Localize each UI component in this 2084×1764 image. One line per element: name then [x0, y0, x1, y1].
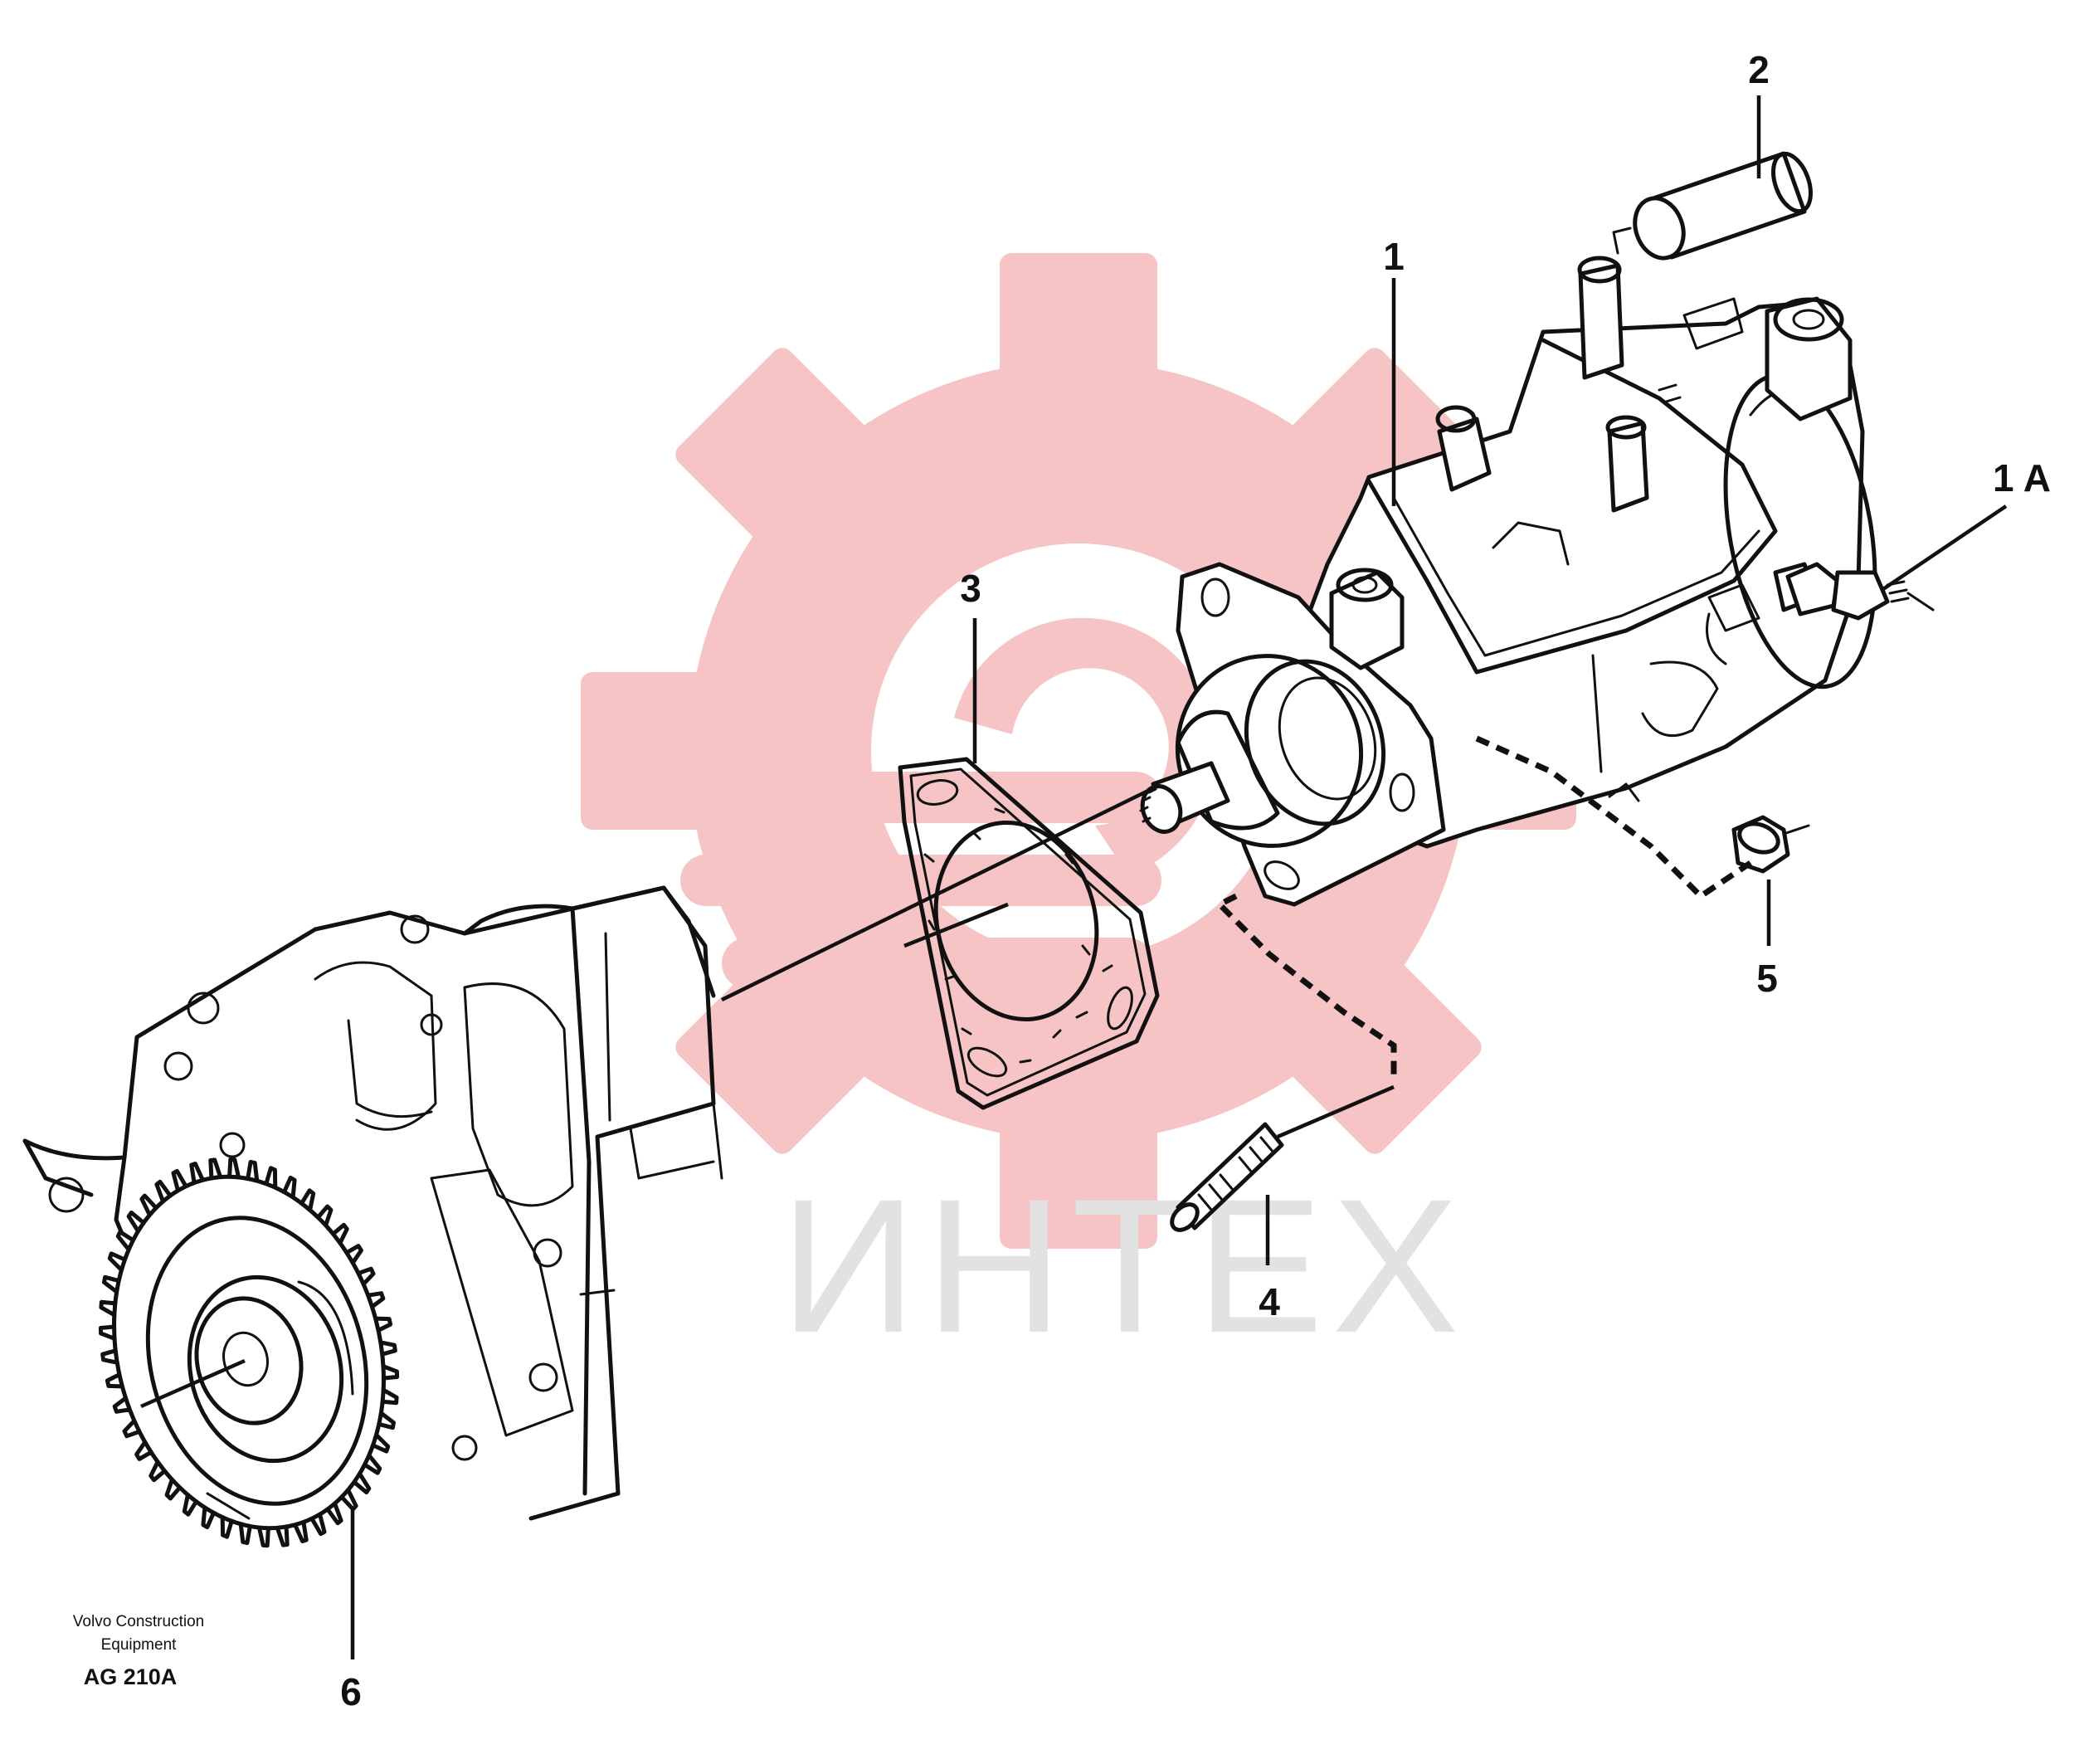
callout-6: 6 [340, 1670, 362, 1713]
figure-caption: Volvo Construction Equipment AG 210A [73, 1613, 204, 1689]
callout-leaders [350, 95, 2008, 1659]
flange-nut [1731, 815, 1810, 874]
fuel-injection-pump [1139, 227, 1877, 907]
callout-labels: 1 2 3 4 5 6 1 A [340, 48, 2051, 1713]
callout-1a: 1 A [1993, 456, 2051, 499]
watermark-logo: ИНТЕХ [581, 253, 1576, 1372]
figure-code: AG 210A [84, 1664, 178, 1689]
callout-4: 4 [1259, 1280, 1280, 1323]
callout-5: 5 [1756, 957, 1778, 1000]
sleeve-part [1633, 151, 1813, 261]
watermark-text: ИНТЕХ [780, 1159, 1468, 1372]
sensor-fitting [1785, 562, 1935, 621]
mounting-stud [1170, 1122, 1284, 1232]
assembly-lines [140, 735, 1752, 1409]
mounting-gasket [898, 757, 1160, 1110]
callout-3: 3 [960, 567, 981, 610]
engine-timing-cover [22, 885, 723, 1521]
caption-line-2: Equipment [101, 1636, 178, 1654]
delivery-valve-holders [1329, 227, 1853, 670]
caption-line-1: Volvo Construction [73, 1613, 204, 1630]
callout-1: 1 [1383, 235, 1405, 278]
callout-2: 2 [1748, 48, 1770, 91]
pump-drive-gear [98, 1157, 400, 1548]
